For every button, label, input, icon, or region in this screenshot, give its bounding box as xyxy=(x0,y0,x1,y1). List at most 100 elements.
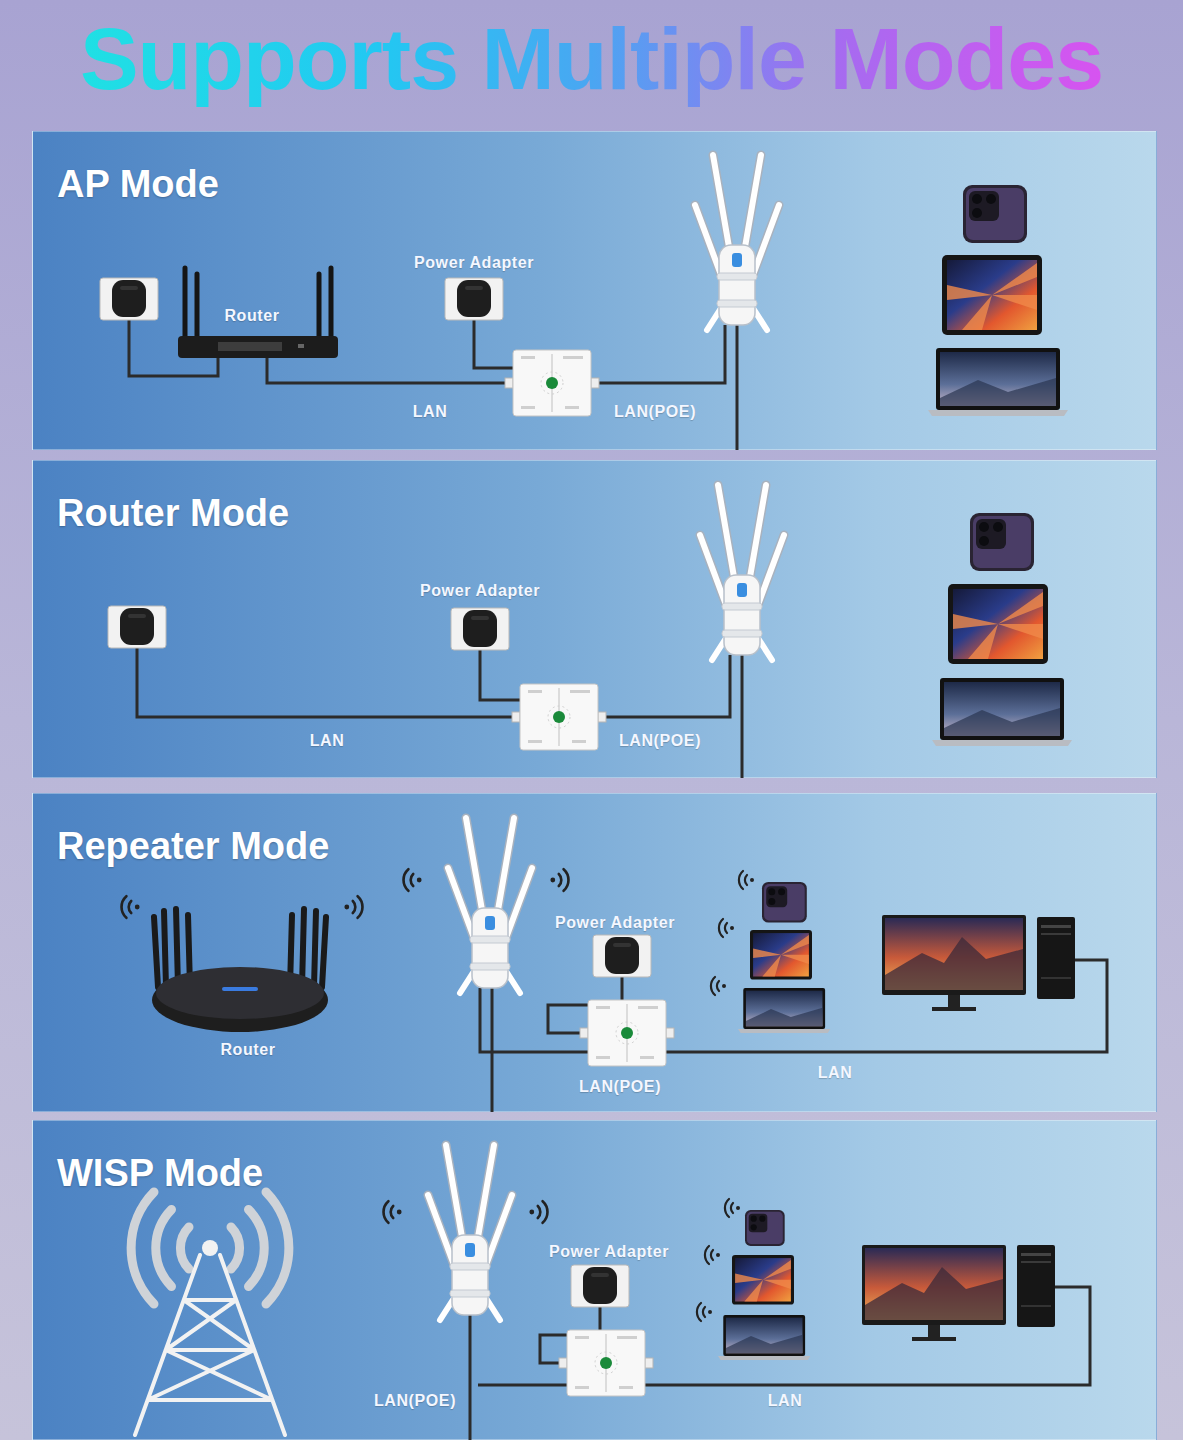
cable xyxy=(267,358,505,383)
cable xyxy=(645,1287,1090,1385)
cable xyxy=(606,655,730,717)
wisp-mode-art xyxy=(131,1145,1090,1440)
ap-mode-art xyxy=(100,155,1068,450)
cable xyxy=(741,655,744,778)
laptop-device xyxy=(928,348,1068,416)
cable xyxy=(129,318,737,450)
wifi-icon xyxy=(697,1303,712,1321)
monitor-device xyxy=(882,915,1026,1011)
diagram-label: LAN(POE) xyxy=(374,1392,456,1410)
outdoor-access-point xyxy=(428,1145,512,1320)
mode-panel: Repeater Mode xyxy=(32,793,1157,1112)
wifi-icon xyxy=(719,919,734,937)
router-device xyxy=(178,268,338,358)
wifi-icon xyxy=(529,1201,547,1223)
outdoor-access-point xyxy=(448,818,532,993)
panel-heading: AP Mode xyxy=(57,160,219,208)
outdoor-access-point xyxy=(700,485,784,660)
cable xyxy=(129,318,218,376)
pc-tower xyxy=(1017,1245,1055,1327)
phone-device xyxy=(762,882,807,923)
mode-panel: WISP Mode xyxy=(32,1120,1157,1440)
laptop-device xyxy=(718,1315,810,1360)
phone-device xyxy=(745,1210,785,1246)
repeater-mode-art xyxy=(122,818,1107,1112)
poe-injector xyxy=(559,1330,653,1396)
cable xyxy=(478,1384,567,1387)
wall-plug-adapter xyxy=(100,278,158,320)
wifi-icon xyxy=(705,1246,720,1264)
panel-heading: Repeater Mode xyxy=(57,822,329,870)
diagram-label: LAN xyxy=(413,403,448,421)
cable xyxy=(491,988,494,1112)
diagram-label: Router xyxy=(224,307,279,325)
diagram-label: Router xyxy=(220,1041,275,1059)
phone-device xyxy=(963,185,1027,243)
cable xyxy=(474,318,513,368)
cell-tower xyxy=(131,1192,289,1435)
cell-tower xyxy=(135,1255,285,1435)
mode-panel: AP Mode xyxy=(32,131,1157,450)
wifi-icon xyxy=(739,871,754,889)
wall-plug-adapter xyxy=(571,1265,629,1307)
cable xyxy=(137,646,742,778)
diagram-label: LAN xyxy=(310,732,345,750)
wall-plug-adapter xyxy=(445,278,503,320)
diagram-label: LAN(POE) xyxy=(614,403,696,421)
cable xyxy=(736,325,739,450)
wifi-icon xyxy=(725,1199,740,1217)
poe-injector xyxy=(505,350,599,416)
tablet-device xyxy=(942,255,1042,335)
tablet-device xyxy=(732,1255,794,1305)
diagram-label: LAN(POE) xyxy=(619,732,701,750)
wifi-icon xyxy=(344,896,362,918)
outdoor-access-point xyxy=(695,155,779,330)
cable xyxy=(666,960,1107,1052)
cell-tower xyxy=(131,1192,289,1304)
cable xyxy=(480,648,520,700)
wall-plug-adapter xyxy=(593,935,651,977)
wifi-icon xyxy=(122,896,140,918)
cable xyxy=(480,960,1107,1112)
monitor-device xyxy=(862,1245,1006,1341)
cable xyxy=(469,1315,472,1440)
cable xyxy=(470,1287,1090,1440)
cable xyxy=(480,988,588,1052)
laptop-device xyxy=(932,678,1072,746)
round-router-device xyxy=(152,909,328,1032)
tablet-device xyxy=(948,584,1048,664)
diagram-label: Power Adapter xyxy=(420,582,540,600)
wifi-icon xyxy=(384,1201,402,1223)
cell-tower xyxy=(202,1240,218,1256)
diagram-label: Power Adapter xyxy=(555,914,675,932)
router-mode-art xyxy=(108,485,1072,778)
panel-heading: WISP Mode xyxy=(57,1149,263,1197)
wifi-icon xyxy=(404,869,422,891)
poe-injector xyxy=(512,684,606,750)
panel-heading: Router Mode xyxy=(57,489,289,537)
wifi-icon xyxy=(711,977,726,995)
wifi-icon xyxy=(550,869,568,891)
diagram-label: Power Adapter xyxy=(549,1243,669,1261)
mode-panel: Router Mode xyxy=(32,460,1157,778)
diagram-label: LAN xyxy=(818,1064,853,1082)
cable xyxy=(540,1305,600,1363)
cable xyxy=(137,646,512,717)
tablet-device xyxy=(750,930,812,980)
page-title: Supports Multiple Modes xyxy=(0,4,1183,114)
wall-plug-adapter xyxy=(451,608,509,650)
diagram-label: LAN xyxy=(768,1392,803,1410)
poe-injector xyxy=(580,1000,674,1066)
wall-plug-adapter xyxy=(108,606,166,648)
pc-tower xyxy=(1037,917,1075,999)
laptop-device xyxy=(738,988,830,1033)
diagram-label: Power Adapter xyxy=(414,254,534,272)
cable xyxy=(599,325,725,383)
diagram-label: LAN(POE) xyxy=(579,1078,661,1096)
cable xyxy=(548,975,622,1033)
phone-device xyxy=(970,513,1034,571)
